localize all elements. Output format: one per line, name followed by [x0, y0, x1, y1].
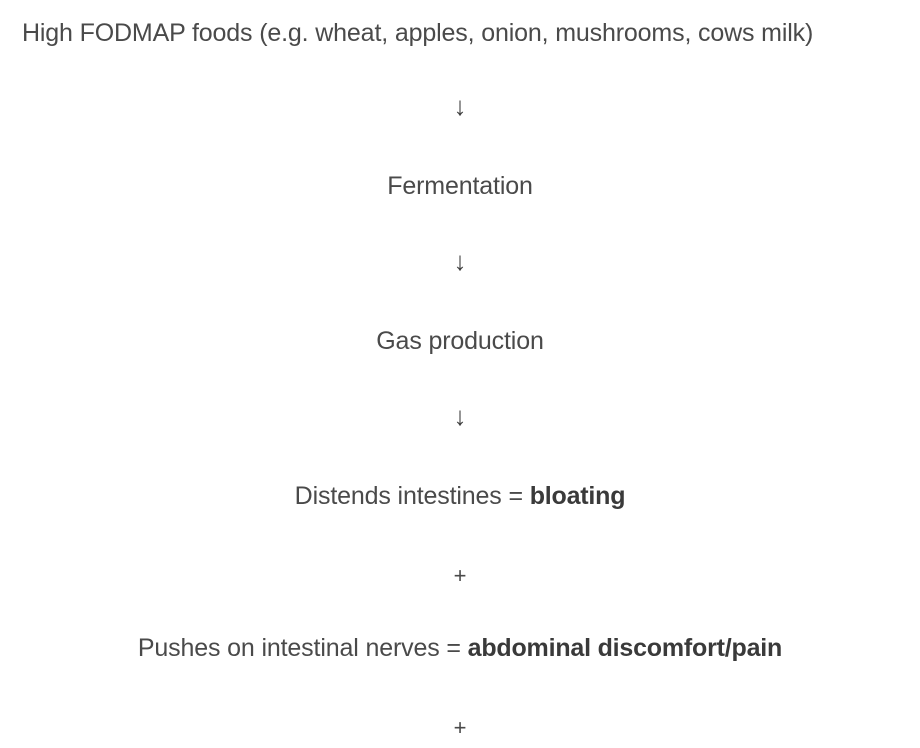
- plus-icon: +: [453, 563, 467, 588]
- flow-step-distends-intestines: Distends intestines = bloating: [0, 481, 920, 511]
- flow-step-high-fodmap-foods: High FODMAP foods (e.g. wheat, apples, o…: [0, 18, 920, 48]
- flow-plus-1: +: [0, 562, 920, 590]
- flow-arrow-1: ↓: [0, 92, 920, 120]
- arrow-down-icon: ↓: [453, 246, 467, 276]
- flow-step-label: Fermentation: [387, 172, 533, 200]
- flow-step-emphasis: abdominal discomfort/pain: [467, 634, 783, 662]
- flow-step-emphasis: bloating: [529, 482, 626, 510]
- flow-arrow-2: ↓: [0, 247, 920, 275]
- flow-plus-2: +: [0, 714, 920, 742]
- arrow-down-icon: ↓: [453, 91, 467, 121]
- flow-step-prefix: Distends intestines =: [294, 482, 530, 510]
- flow-step-prefix: Pushes on intestinal nerves =: [137, 634, 468, 662]
- plus-icon: +: [453, 715, 467, 740]
- flow-arrow-3: ↓: [0, 402, 920, 430]
- flow-step-label: High FODMAP foods (e.g. wheat, apples, o…: [22, 19, 814, 47]
- arrow-down-icon: ↓: [453, 401, 467, 431]
- flow-step-label: Gas production: [376, 327, 544, 355]
- flow-step-pushes-on-nerves: Pushes on intestinal nerves = abdominal …: [0, 633, 920, 663]
- flow-step-label: Distends intestines = bloating: [295, 482, 626, 510]
- flow-step-fermentation: Fermentation: [0, 171, 920, 201]
- flow-step-label: Pushes on intestinal nerves = abdominal …: [138, 634, 782, 662]
- flow-step-gas-production: Gas production: [0, 326, 920, 356]
